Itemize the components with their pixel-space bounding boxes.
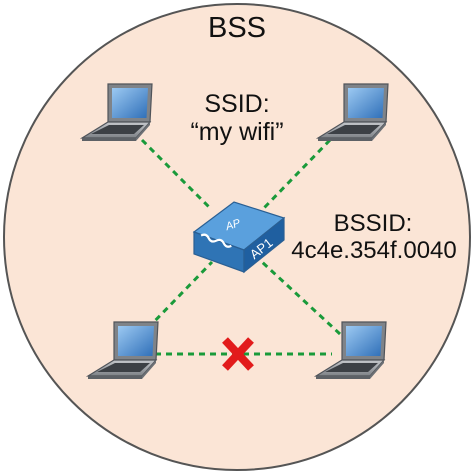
ap-type-label: AP: [223, 217, 242, 233]
link-top-left: [140, 138, 214, 212]
access-point-icon: AP AP1: [192, 201, 286, 274]
link-top-right: [260, 138, 332, 212]
blocked-x-icon: [222, 337, 254, 371]
ssid-label: SSID:: [204, 90, 270, 118]
bss-title: BSS: [207, 12, 267, 44]
bssid-label: BSSID:: [333, 210, 413, 237]
ssid-value: “my wifi”: [190, 118, 284, 146]
bssid-value: 4c4e.354f.0040: [291, 237, 457, 264]
link-bottom-right: [260, 260, 342, 336]
link-bottom-left: [146, 260, 214, 330]
